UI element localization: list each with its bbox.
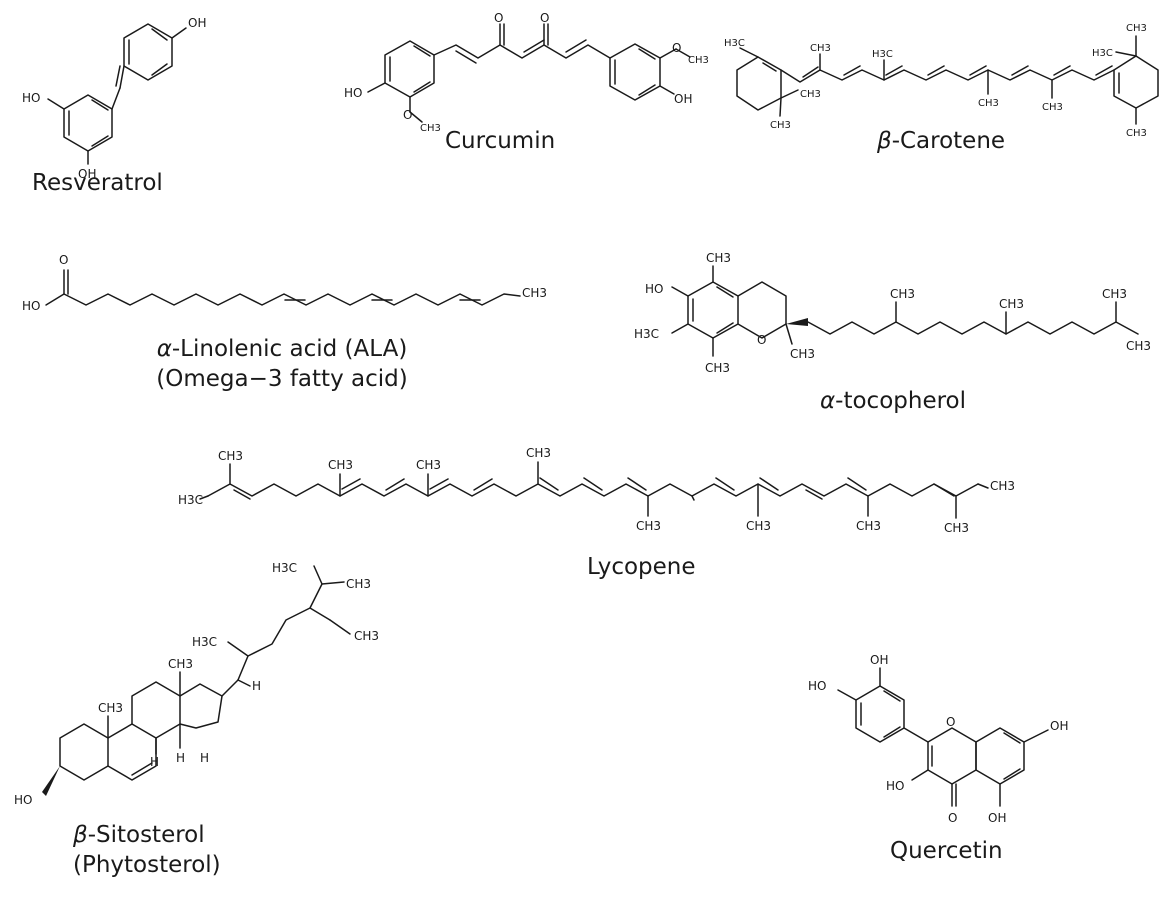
quercetin-oh-right: OH — [1050, 719, 1068, 733]
quercetin-o-ring: O — [946, 715, 955, 729]
tocopherol-ch3-bottom: CH3 — [705, 361, 730, 375]
carotene-ch3-4: CH3 — [1042, 102, 1063, 113]
quercetin-name: Quercetin — [890, 838, 1003, 864]
carotene-h3c-ring-right: H3C — [1092, 48, 1113, 59]
curcumin-ch3-left: CH3 — [420, 123, 441, 134]
alpha-prefix: α — [820, 388, 836, 414]
resveratrol-name: Resveratrol — [32, 170, 163, 196]
sitosterol-subtitle: (Phytosterol) — [73, 852, 221, 878]
lycopene-ch3-1: CH3 — [218, 449, 243, 463]
carotene-ch3-1: CH3 — [810, 43, 831, 54]
lycopene-ch3-6: CH3 — [746, 519, 771, 533]
lycopene-ch3-8: CH3 — [944, 521, 969, 535]
lycopene-ch3-3: CH3 — [416, 458, 441, 472]
beta-carotene-name: β-Carotene — [877, 128, 1006, 154]
tocopherol-h3c: H3C — [634, 327, 659, 341]
quercetin-structure: OH HO O OH HO O OH — [808, 653, 1068, 825]
carotene-h3c-2: H3C — [872, 49, 893, 60]
beta-prefix: β — [73, 822, 88, 848]
ala-subtitle: (Omega−3 fatty acid) — [156, 366, 408, 392]
resveratrol-structure: OH HO OH — [22, 16, 206, 181]
sitosterol-h3c-side: H3C — [192, 635, 217, 649]
curcumin-o-2: O — [540, 11, 549, 25]
ala-ho: HO — [22, 299, 40, 313]
beta-carotene-structure: H3C CH3 H3C CH3 CH3 CH3 CH3 CH3 H3C CH3 — [724, 23, 1159, 139]
sitosterol-h-1: H — [252, 679, 261, 693]
curcumin-o-methoxy-left: O — [403, 108, 412, 122]
curcumin-o-methoxy-right: O — [672, 41, 681, 55]
ala-structure: O HO CH3 — [22, 253, 547, 313]
quercetin-ho: HO — [808, 679, 826, 693]
curcumin-ho: HO — [344, 86, 362, 100]
sitosterol-h-2: H — [150, 755, 159, 769]
lycopene-ch3-5: CH3 — [636, 519, 661, 533]
sitosterol-ho: HO — [14, 793, 32, 807]
ala-ch3: CH3 — [522, 286, 547, 300]
curcumin-name: Curcumin — [445, 128, 556, 154]
curcumin-o-1: O — [494, 11, 503, 25]
resveratrol-ho-left: HO — [22, 91, 40, 105]
tocopherol-ch3-chain-3: CH3 — [1102, 287, 1127, 301]
curcumin-oh: OH — [674, 92, 692, 106]
resveratrol-oh-top: OH — [188, 16, 206, 30]
tocopherol-ch3-chain-1: CH3 — [890, 287, 915, 301]
resveratrol-oh-bottom: OH — [78, 167, 96, 181]
lycopene-h3c-left: H3C — [178, 493, 203, 507]
curcumin-structure: O O HO O CH3 O CH3 OH — [344, 11, 709, 134]
sitosterol-h3c-top: H3C — [272, 561, 297, 575]
tocopherol-ch3-chiral: CH3 — [790, 347, 815, 361]
tocopherol-o: O — [757, 333, 766, 347]
beta-prefix: β — [877, 128, 892, 154]
lycopene-ch3-end: CH3 — [990, 479, 1015, 493]
sitosterol-h-4: H — [200, 751, 209, 765]
quercetin-oh-top: OH — [870, 653, 888, 667]
sitosterol-ch3-c18: CH3 — [168, 657, 193, 671]
carotene-ch3-3: CH3 — [978, 98, 999, 109]
carotene-h3c-left: H3C — [724, 38, 745, 49]
tocopherol-ch3-chain-2: CH3 — [999, 297, 1024, 311]
lycopene-structure: CH3 H3C CH3 CH3 CH3 CH3 CH3 CH3 CH3 CH3 — [178, 446, 1015, 535]
lycopene-ch3-7: CH3 — [856, 519, 881, 533]
quercetin-o-carbonyl: O — [948, 811, 957, 825]
tocopherol-ch3-top: CH3 — [706, 251, 731, 265]
carotene-ch3-ring-right-2: CH3 — [1126, 128, 1147, 139]
carotene-ch3-ring: CH3 — [800, 89, 821, 100]
ala-o: O — [59, 253, 68, 267]
tocopherol-ch3-end: CH3 — [1126, 339, 1151, 353]
lycopene-ch3-2: CH3 — [328, 458, 353, 472]
curcumin-ch3-right: CH3 — [688, 55, 709, 66]
quercetin-oh-5: OH — [988, 811, 1006, 825]
lycopene-ch3-4: CH3 — [526, 446, 551, 460]
sitosterol-h-3: H — [176, 751, 185, 765]
carotene-ch3-ring-right: CH3 — [1126, 23, 1147, 34]
alpha-prefix: α — [156, 336, 172, 362]
sitosterol-ch3-top: CH3 — [346, 577, 371, 591]
ala-name: α-Linolenic acid (ALA) (Omega−3 fatty ac… — [156, 336, 408, 392]
sitosterol-ch3-c19: CH3 — [98, 701, 123, 715]
sitosterol-ch3-ethyl: CH3 — [354, 629, 379, 643]
tocopherol-ho: HO — [645, 282, 663, 296]
tocopherol-structure: CH3 HO H3C O CH3 CH3 CH3 CH3 CH3 CH3 — [634, 251, 1151, 375]
quercetin-ho-3: HO — [886, 779, 904, 793]
carotene-ch3-ring-2: CH3 — [770, 120, 791, 131]
lycopene-name: Lycopene — [587, 554, 696, 580]
tocopherol-name: α-tocopherol — [820, 388, 967, 414]
sitosterol-name: β-Sitosterol (Phytosterol) — [73, 822, 221, 878]
sitosterol-structure: H3C CH3 H3C CH3 CH3 CH3 H H H H HO — [14, 561, 379, 807]
